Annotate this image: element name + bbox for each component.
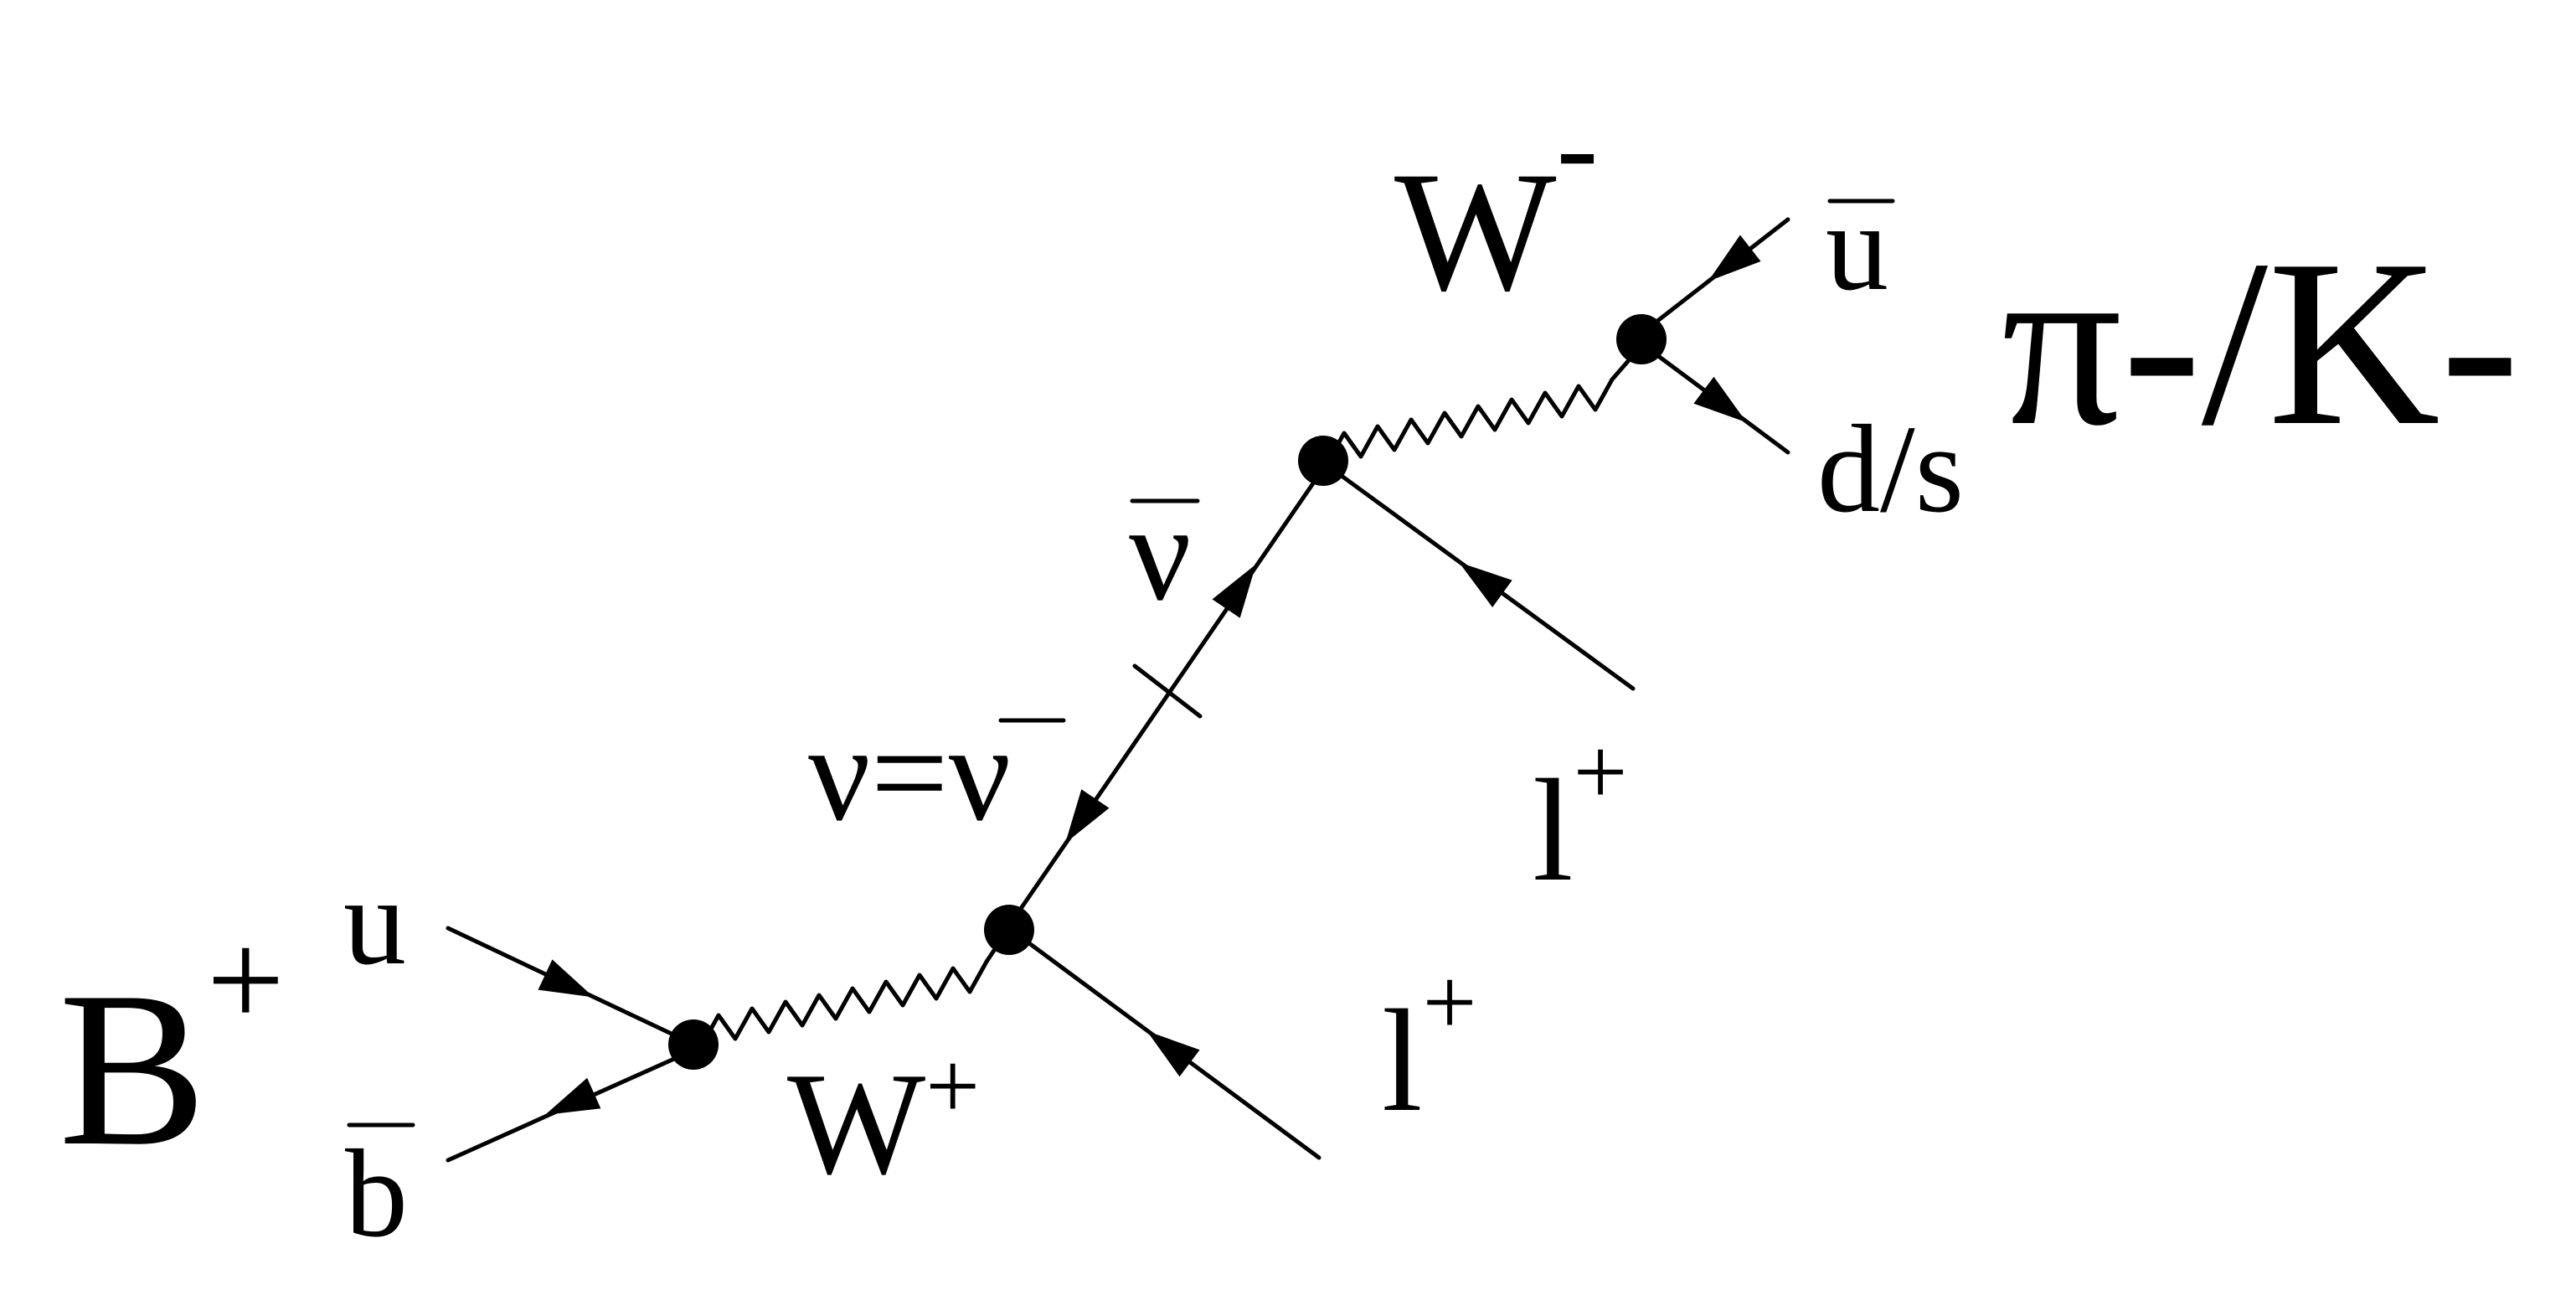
b-plus-label: B+	[59, 903, 285, 1192]
final-meson-label: π-/K-	[2002, 210, 2520, 475]
bbar-quark-arrow	[544, 1077, 601, 1116]
u-quark-label: u	[343, 852, 406, 991]
lepton-2-arrow	[1459, 562, 1512, 607]
w-minus-propagator	[1325, 359, 1631, 465]
lepton-2-label: l+	[1533, 719, 1627, 911]
nubar-label: ν	[1129, 476, 1192, 629]
lepton-1-arrow	[1146, 1030, 1200, 1077]
vertex-lepton-1	[984, 905, 1034, 955]
mass-insertion-mark	[1132, 663, 1203, 719]
lepton-1-label: l+	[1382, 949, 1476, 1142]
neutrino-arrow-lower	[1065, 789, 1110, 844]
ds-quark-arrow	[1693, 376, 1747, 423]
u-quark-arrow	[538, 959, 595, 998]
majorana-condition-label: ν=ν	[808, 696, 1011, 849]
vertex-b-decay	[668, 1019, 719, 1070]
neutrino-arrow-upper	[1212, 564, 1256, 618]
ubar-quark-label: u	[1826, 178, 1888, 317]
vertex-hadronization	[1616, 314, 1667, 364]
ubar-quark-arrow	[1708, 235, 1761, 281]
w-plus-label: W+	[787, 1033, 980, 1205]
bbar-quark-label: b	[345, 1124, 408, 1263]
w-plus-propagator	[699, 935, 1006, 1047]
vertex-lepton-2	[1298, 436, 1348, 486]
ds-quark-label: d/s	[1817, 400, 1964, 539]
w-minus-label: W-	[1394, 77, 1598, 327]
